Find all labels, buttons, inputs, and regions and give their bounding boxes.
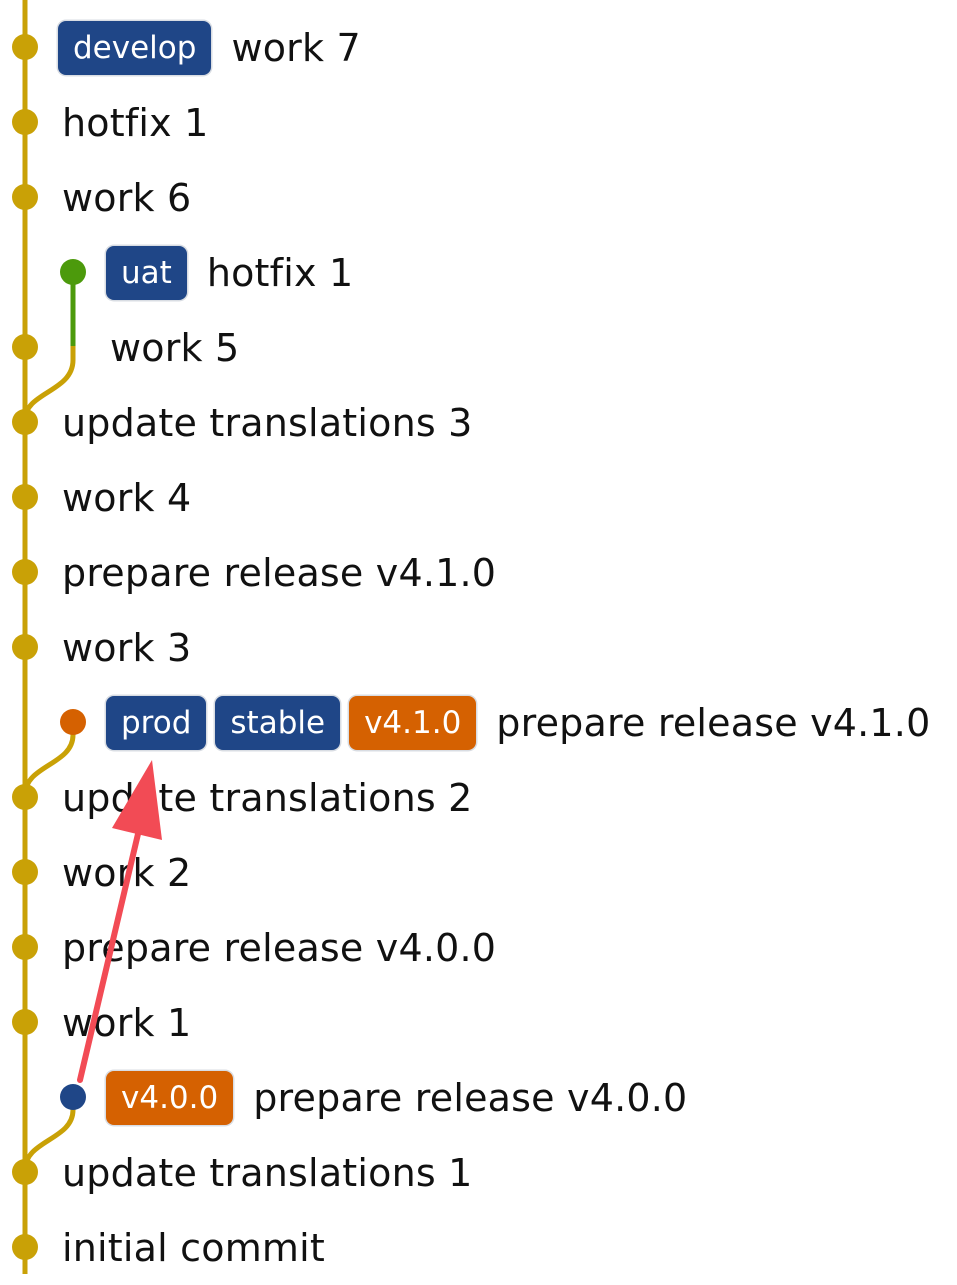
commit-row[interactable]: uat hotfix 1	[106, 235, 353, 310]
commit-row[interactable]: prod stable v4.1.0 prepare release v4.1.…	[106, 685, 930, 760]
commit-message: update translations 2	[62, 775, 473, 820]
commit-dot[interactable]	[12, 784, 38, 810]
commit-row[interactable]: work 6	[62, 160, 191, 235]
commit-message: prepare release v4.0.0	[253, 1075, 688, 1120]
commit-dot[interactable]	[12, 1159, 38, 1185]
commit-dot[interactable]	[12, 859, 38, 885]
commit-message: prepare release v4.1.0	[496, 700, 931, 745]
commit-row[interactable]: work 5	[110, 310, 239, 385]
commit-message: work 2	[62, 850, 192, 895]
commit-dot[interactable]	[12, 484, 38, 510]
commit-message: work 1	[62, 1000, 192, 1045]
commit-message: prepare release v4.1.0	[62, 550, 497, 595]
commit-row[interactable]: work 3	[62, 610, 191, 685]
commit-row[interactable]: prepare release v4.0.0	[62, 910, 496, 985]
commit-row[interactable]: work 4	[62, 460, 191, 535]
commit-message: hotfix 1	[62, 100, 209, 145]
commit-dot[interactable]	[12, 34, 38, 60]
commit-dot[interactable]	[12, 1234, 38, 1260]
release-tag-v410[interactable]: v4.1.0	[349, 695, 477, 750]
commit-row[interactable]: prepare release v4.1.0	[62, 535, 496, 610]
commit-dot[interactable]	[12, 409, 38, 435]
commit-message: prepare release v4.0.0	[62, 925, 497, 970]
commit-row[interactable]: work 1	[62, 985, 191, 1060]
commit-message: update translations 3	[62, 400, 473, 445]
commit-message: work 5	[110, 325, 240, 370]
branch-tag-uat[interactable]: uat	[106, 245, 187, 300]
commit-row[interactable]: v4.0.0 prepare release v4.0.0	[106, 1060, 687, 1135]
commit-message: work 3	[62, 625, 192, 670]
commit-message: initial commit	[62, 1225, 326, 1270]
commit-dot[interactable]	[12, 109, 38, 135]
commit-row[interactable]: hotfix 1	[62, 85, 209, 160]
commit-row[interactable]: update translations 3	[62, 385, 473, 460]
commit-message: hotfix 1	[206, 250, 354, 295]
commit-dot[interactable]	[12, 934, 38, 960]
commit-row[interactable]: initial commit	[62, 1210, 325, 1285]
release-tag-v400[interactable]: v4.0.0	[106, 1070, 234, 1125]
commit-dot[interactable]	[12, 184, 38, 210]
commit-dot[interactable]	[12, 559, 38, 585]
commit-row[interactable]: develop work 7	[58, 10, 361, 85]
branch-tag-develop[interactable]: develop	[58, 20, 212, 75]
commit-row[interactable]: work 2	[62, 835, 191, 910]
commit-dot[interactable]	[12, 334, 38, 360]
commit-dot[interactable]	[12, 634, 38, 660]
commit-dot-uat[interactable]	[60, 259, 86, 285]
commit-message: work 6	[62, 175, 192, 220]
commit-message: update translations 1	[62, 1150, 473, 1195]
commit-row[interactable]: update translations 1	[62, 1135, 473, 1210]
commit-message: work 4	[62, 475, 192, 520]
commit-row[interactable]: update translations 2	[62, 760, 473, 835]
commit-dot[interactable]	[12, 1009, 38, 1035]
commit-message: work 7	[231, 25, 361, 70]
commit-dot-prod[interactable]	[60, 709, 86, 735]
commit-dot-v400[interactable]	[60, 1084, 86, 1110]
branch-tag-stable[interactable]: stable	[215, 695, 341, 750]
branch-tag-prod[interactable]: prod	[106, 695, 207, 750]
